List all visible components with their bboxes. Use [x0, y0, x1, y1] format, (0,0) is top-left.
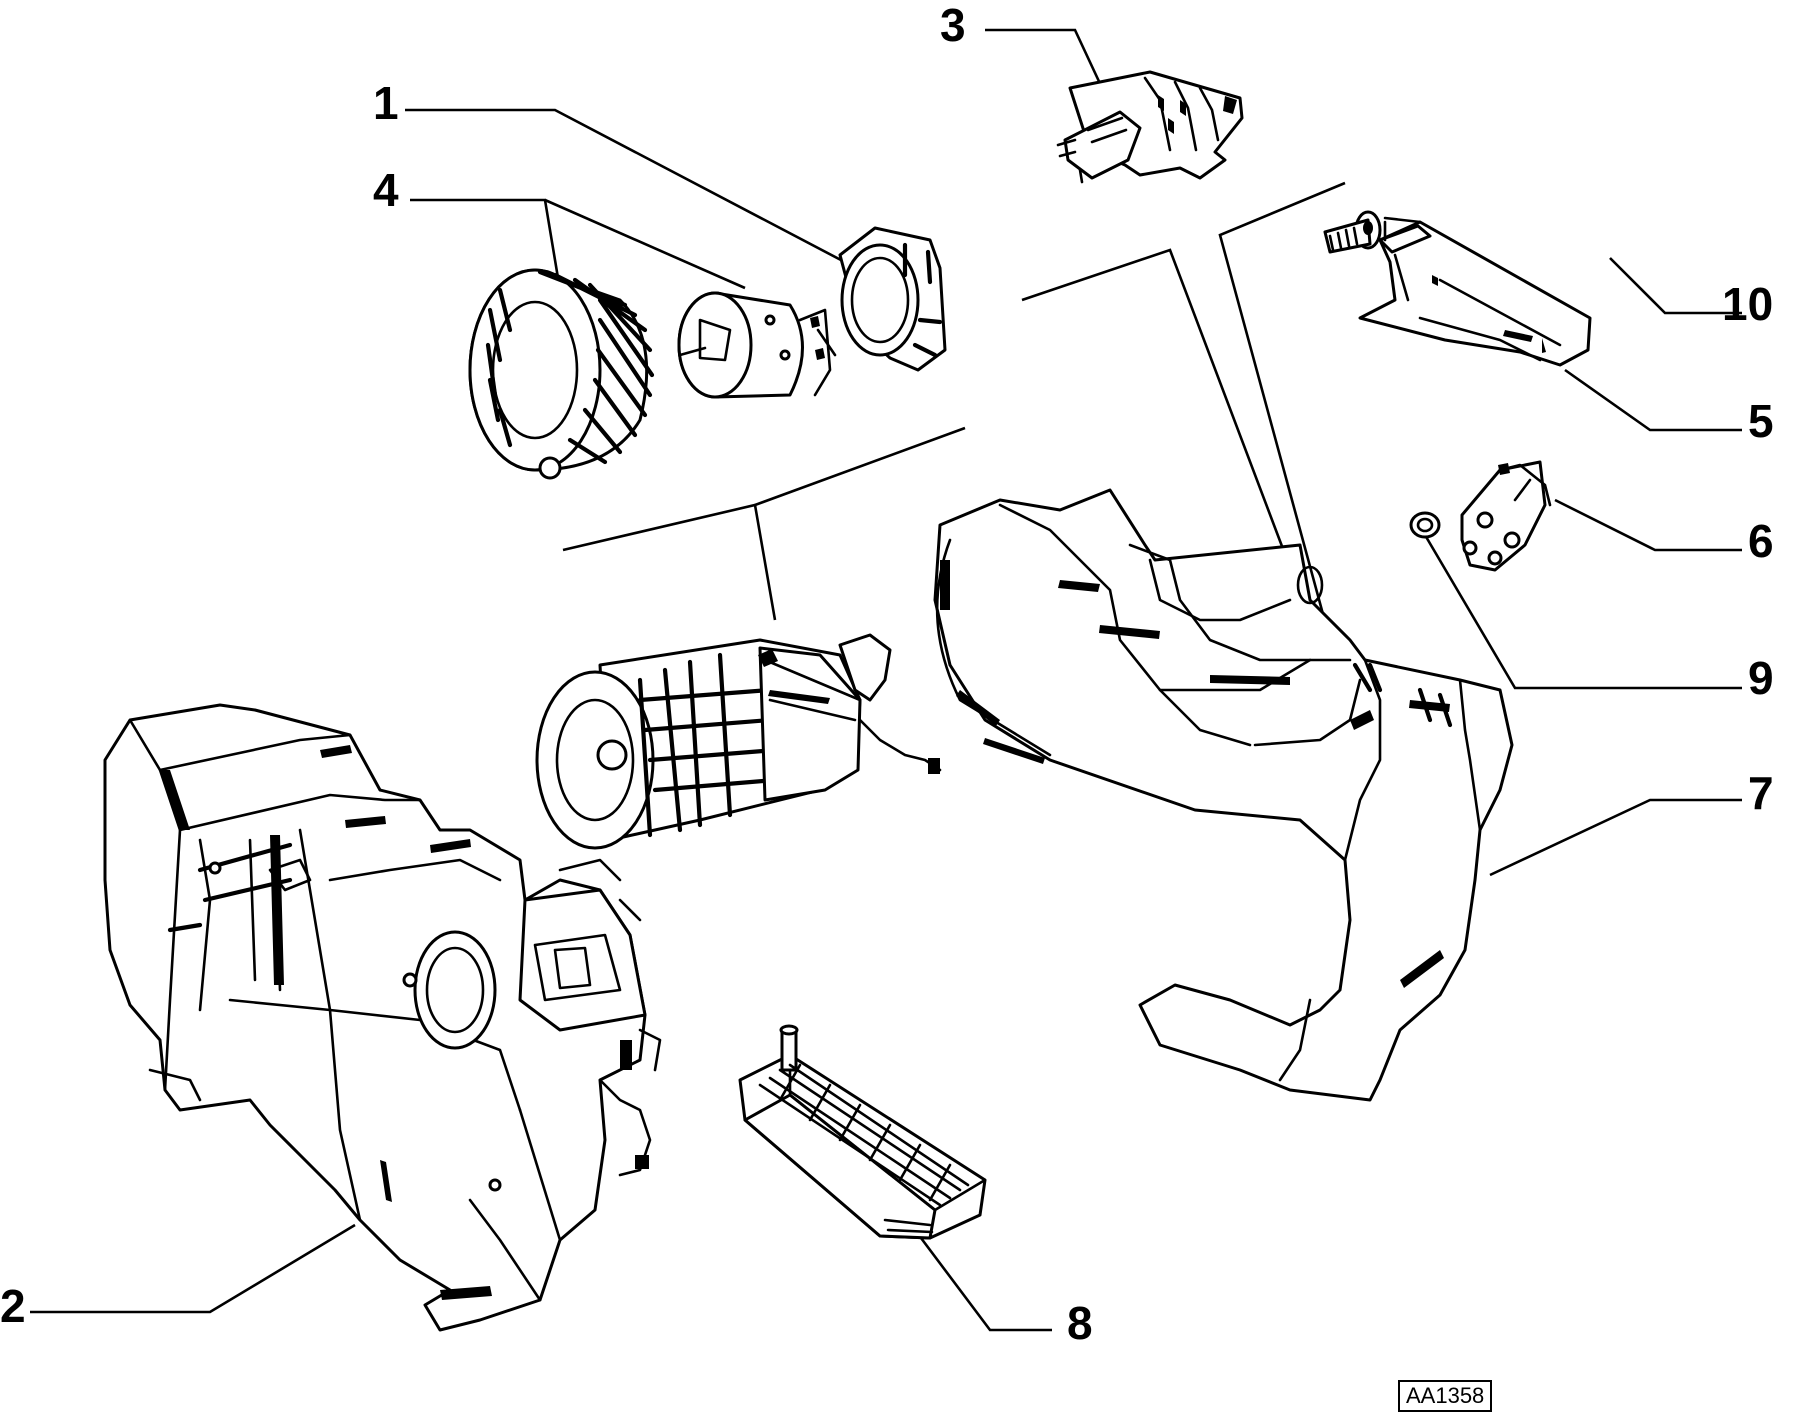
- leader-lines: [30, 28, 1742, 1332]
- callout-4: 4: [373, 164, 399, 216]
- assembly-guide-cover: [1218, 181, 1346, 641]
- callout-9: 9: [1748, 652, 1774, 704]
- assembly-guide-resistor: [1021, 248, 1327, 661]
- heater-matrix-drawing: [738, 1024, 987, 1240]
- air-duct-housing-drawing: [933, 488, 1514, 1102]
- callout-1: 1: [373, 77, 399, 129]
- callout-5: 5: [1748, 395, 1774, 447]
- callout-10: 10: [1722, 278, 1774, 330]
- assembly-guide-fan-2: [754, 426, 966, 507]
- flap-lever-drawing: [1460, 460, 1552, 572]
- blower-motor-drawing: [677, 291, 837, 399]
- leader-line-10: [1609, 257, 1742, 315]
- screw-drawing: [1323, 210, 1382, 254]
- callout-6: 6: [1748, 515, 1774, 567]
- callout-7: 7: [1748, 767, 1774, 819]
- callout-2: 2: [0, 1280, 26, 1332]
- blower-ring-drawing: [838, 226, 947, 372]
- washer-drawing: [1409, 511, 1441, 539]
- leader-line-5: [1564, 368, 1742, 432]
- assembly-guide-fan: [562, 503, 777, 621]
- callout-8: 8: [1067, 1297, 1093, 1349]
- leader-line-6: [1554, 498, 1742, 552]
- callout-3: 3: [940, 0, 966, 51]
- leader-line-9: [1423, 534, 1742, 690]
- leader-line-8: [913, 1229, 1052, 1332]
- leader-line-2: [30, 1223, 356, 1314]
- leader-line-3: [985, 28, 1112, 106]
- fan-motor-assembly-drawing: [535, 633, 942, 850]
- heater-box-drawing: [103, 703, 662, 1332]
- leader-line-7: [1489, 798, 1742, 877]
- drawing-code-label: AA1358: [1398, 1380, 1493, 1413]
- leader-line-1: [405, 108, 861, 272]
- leader-line-4b: [544, 198, 746, 290]
- cover-bracket-drawing: [1358, 216, 1592, 367]
- fan-wheel-drawing: [468, 268, 655, 480]
- resistor-module-drawing: [1056, 70, 1244, 184]
